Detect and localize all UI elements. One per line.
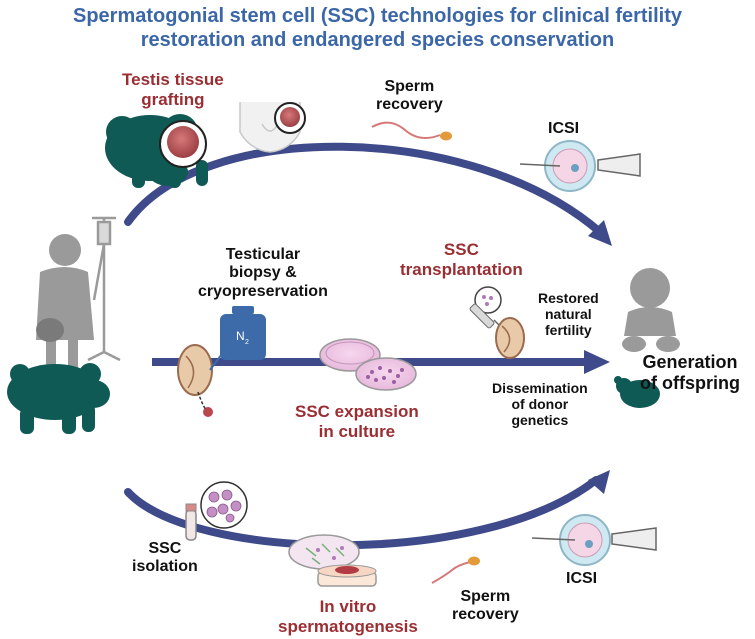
graft-body-icon [239, 102, 306, 153]
generation-of-offspring-label: Generation of offspring [640, 352, 740, 393]
cell-icon [200, 481, 248, 529]
title-line-1: Spermatogonial stem cell (SSC) technolog… [72, 5, 683, 27]
sperm-icon-top [371, 121, 452, 141]
n2-label: N [236, 329, 245, 343]
title-line-2: restoration and endangered species conse… [140, 29, 615, 51]
sperm-icon-bottom [431, 556, 480, 584]
bear-icon [7, 363, 110, 434]
iv-stand-icon [87, 216, 121, 362]
syringe-icon [469, 286, 525, 359]
baby-icon [622, 268, 680, 352]
sperm-recovery-top-label: Sperm recovery [376, 78, 443, 114]
invitro-dish-icon [288, 534, 377, 587]
testis-icon [177, 344, 213, 417]
bear-cub-icon [614, 376, 660, 408]
icsi-icon-top [519, 140, 641, 192]
dissemination-label: Dissemination of donor genetics [492, 380, 588, 429]
ssc-transplantation-label: SSC transplantation [400, 240, 523, 279]
nitrogen-tank-icon: N 2 [209, 306, 266, 371]
bottom-arc-arrow [124, 470, 610, 550]
testis-grafting-label: Testis tissue grafting [122, 70, 224, 109]
ssc-isolation-label: SSC isolation [132, 540, 198, 576]
n2-subscript: 2 [245, 339, 249, 346]
tube-icon [185, 503, 197, 541]
icsi-top-label: ICSI [548, 120, 580, 137]
ssc-expansion-label: SSC expansion in culture [295, 402, 419, 441]
sperm-recovery-bottom-label: Sperm recovery [452, 588, 519, 624]
biopsy-label: Testicular biopsy & cryopreservation [198, 246, 328, 300]
testis-tissue-circle [159, 120, 207, 168]
in-vitro-spermatogenesis-label: In vitro spermatogenesis [278, 597, 418, 636]
child-patient-icon [36, 234, 94, 368]
restored-fertility-label: Restored natural fertility [538, 290, 599, 339]
page-title: Spermatogonial stem cell (SSC) technolog… [0, 4, 755, 52]
petri-dish-icon [319, 338, 417, 391]
icsi-bottom-label: ICSI [566, 570, 598, 587]
icsi-icon-bottom [531, 514, 657, 566]
